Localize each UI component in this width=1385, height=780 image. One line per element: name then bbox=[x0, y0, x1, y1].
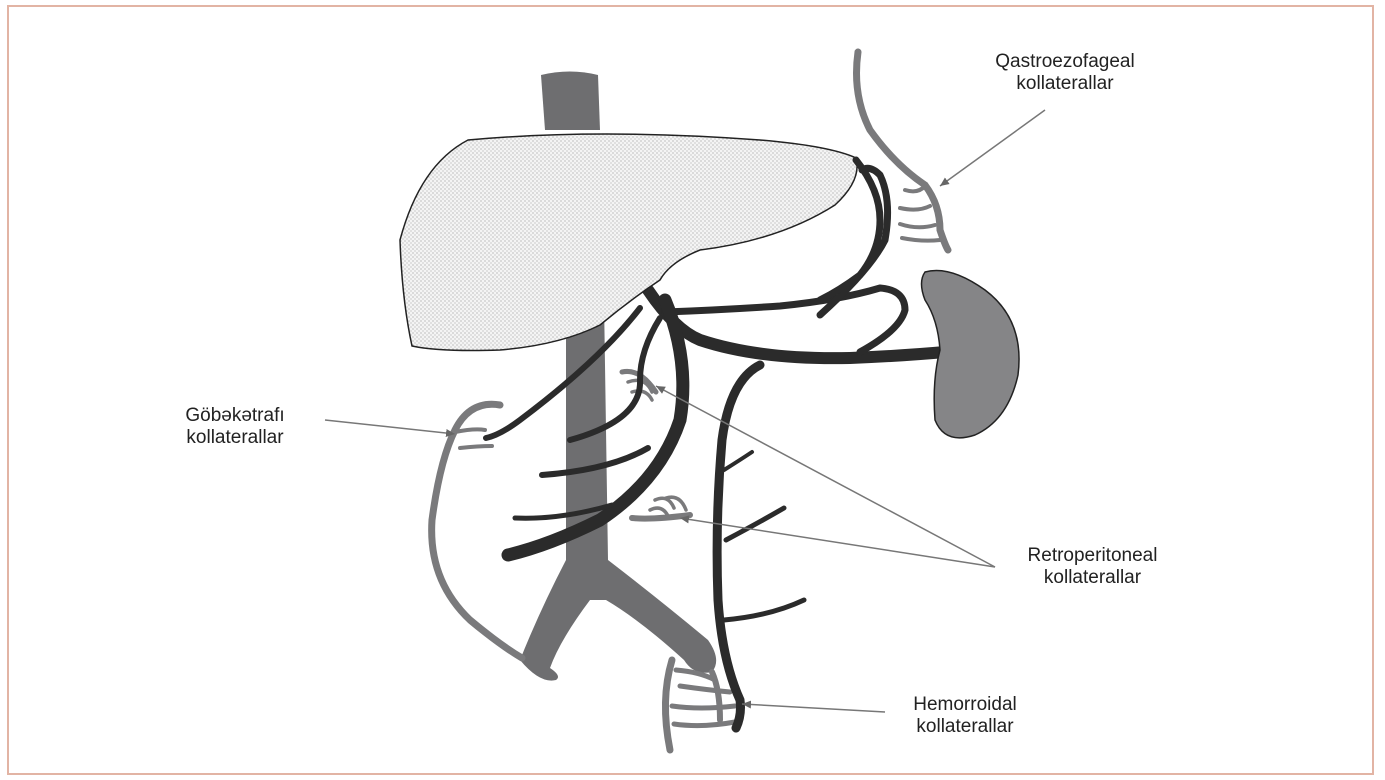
label-hemorrhoidal-line1: Hemorroidal bbox=[885, 694, 1045, 716]
label-gastroesophageal-line1: Qastroezofageal bbox=[965, 51, 1165, 73]
label-paraumbilical-collaterals: Göbəkətrafı kollaterallar bbox=[150, 405, 320, 449]
label-hemorrhoidal-collaterals: Hemorroidal kollaterallar bbox=[885, 694, 1045, 738]
leader-gastroesophageal bbox=[940, 110, 1045, 186]
label-retroperitoneal-line2: kollaterallar bbox=[1000, 567, 1185, 589]
label-paraumbilical-line1: Göbəkətrafı bbox=[150, 405, 320, 427]
label-gastroesophageal-collaterals: Qastroezofageal kollaterallar bbox=[965, 51, 1165, 95]
label-retroperitoneal-collaterals: Retroperitoneal kollaterallar bbox=[1000, 545, 1185, 589]
label-hemorrhoidal-line2: kollaterallar bbox=[885, 716, 1045, 738]
label-gastroesophageal-line2: kollaterallar bbox=[965, 73, 1165, 95]
label-paraumbilical-line2: kollaterallar bbox=[150, 427, 320, 449]
label-retroperitoneal-line1: Retroperitoneal bbox=[1000, 545, 1185, 567]
leader-hemorrhoidal bbox=[742, 704, 885, 712]
leader-paraumbilical bbox=[325, 420, 455, 434]
